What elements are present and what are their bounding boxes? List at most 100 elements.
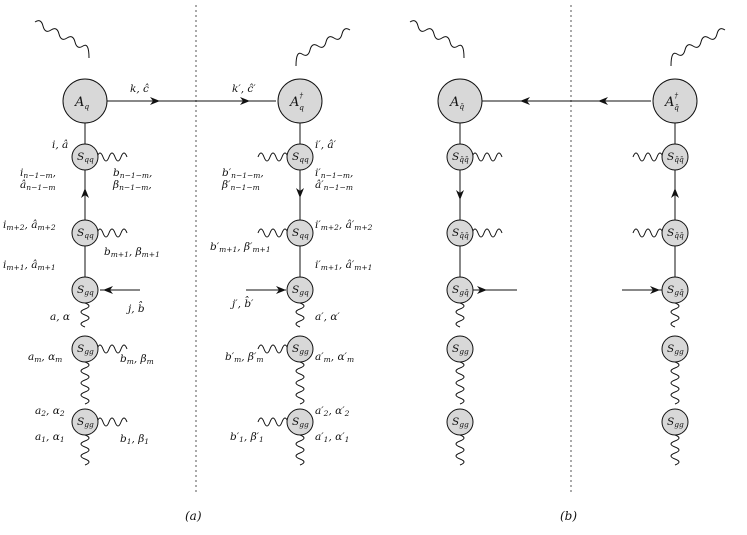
vertex-b-right-qq-top: Sq̄q̄ xyxy=(661,143,689,171)
amplitude-blob-a-right: A†q xyxy=(277,78,323,124)
diagram-a: Aq A†q Sqq Sqq Sgq Sgg Sgg xyxy=(3,20,373,523)
caption-a: (a) xyxy=(185,509,202,523)
arrow-j-prime xyxy=(276,286,286,294)
gluon-side-right-2 xyxy=(257,228,289,238)
photon-left-a xyxy=(34,20,90,59)
label-a-alpha-prime: a′, α′ xyxy=(315,311,340,323)
svg-text:Sgq̄: Sgq̄ xyxy=(452,284,469,297)
vertex-a-left-gq: Sgq xyxy=(71,276,99,304)
svg-text:Sqq: Sqq xyxy=(292,227,309,240)
svg-text:Sq̄q̄: Sq̄q̄ xyxy=(667,151,684,164)
label-a2: a2, α2 xyxy=(35,405,65,418)
vertex-b-left-gg-1: Sgg xyxy=(446,335,474,363)
vertex-a-right-gg-2: Sgg xyxy=(286,408,314,436)
arrow-k-prime-a xyxy=(240,97,250,105)
label-b-n1-prime: b′n−1−m, xyxy=(222,167,264,180)
caption-b: (b) xyxy=(560,509,577,523)
vertex-b-left-gg-2: Sgg xyxy=(446,408,474,436)
label-beta-n1: βn−1−m, xyxy=(112,179,152,192)
vertex-a-right-gg-1: Sgg xyxy=(286,335,314,363)
svg-text:A†q: A†q xyxy=(289,91,304,112)
label-b-m: bm, βm xyxy=(120,353,154,366)
gluon-side-right-1 xyxy=(257,152,289,162)
vertex-a-right-gq: Sgq xyxy=(286,276,314,304)
arrow-in-right-b xyxy=(650,286,660,294)
amplitude-blob-b-right: A†q̄ xyxy=(652,78,698,124)
svg-text:Sqq: Sqq xyxy=(77,227,94,240)
arrow-top-b-left xyxy=(520,97,530,105)
amplitude-blob-b-left: Aq̄ xyxy=(437,78,483,124)
gluon-side-b-right-2 xyxy=(632,228,664,238)
label-i-m2: im+2, âm+2 xyxy=(3,219,56,232)
vertex-a-right-qq-top: Sqq xyxy=(286,143,314,171)
label-i-top: i, â xyxy=(52,139,68,151)
photon-left-b xyxy=(409,20,465,59)
gluon-chain-right-a xyxy=(295,302,305,466)
label-i-m1: im+1, âm+1 xyxy=(3,259,56,272)
gluon-chain-right-b xyxy=(670,302,680,466)
vertex-b-left-gq: Sgq̄ xyxy=(446,276,474,304)
label-i-n1-prime: i′n−1−m, xyxy=(315,167,353,180)
svg-text:Sgg: Sgg xyxy=(667,416,684,429)
arrow-down-right-a xyxy=(296,188,304,198)
gluon-chain-left-a xyxy=(80,302,90,466)
svg-text:Sgg: Sgg xyxy=(452,416,469,429)
label-a-alpha: a, α xyxy=(50,311,70,323)
arrow-up-left-a xyxy=(81,188,89,198)
arrow-out-left-b xyxy=(477,286,487,294)
label-a1: a1, α1 xyxy=(35,431,65,444)
svg-text:Sgq: Sgq xyxy=(292,284,309,297)
label-k-prime: k′, ĉ′ xyxy=(232,83,256,95)
svg-text:Aq: Aq xyxy=(74,95,89,111)
arrow-down-left-b xyxy=(456,190,464,200)
svg-text:Sgg: Sgg xyxy=(667,343,684,356)
label-i-n1: in−1−m, xyxy=(20,167,56,180)
gluon-side-left-1 xyxy=(96,152,128,162)
label-beta-n1-prime: β′n−1−m xyxy=(221,179,260,192)
label-a-m-prime: a′m, α′m xyxy=(315,351,354,364)
label-i-m2-prime: i′m+2, â′m+2 xyxy=(315,219,373,232)
diagram-b: Aq̄ A†q̄ Sq̄q̄ Sq̄q̄ Sgq̄ Sgg Sgg Sq̄ xyxy=(409,20,726,523)
vertex-b-right-gq: Sgq̄ xyxy=(661,276,689,304)
vertex-a-left-qq-mid: Sqq xyxy=(71,219,99,247)
arrow-k-a xyxy=(150,97,160,105)
label-a-n1-prime: â′n−1−m xyxy=(315,179,353,192)
vertex-a-left-qq-top: Sqq xyxy=(71,143,99,171)
svg-text:Sq̄q̄: Sq̄q̄ xyxy=(452,227,469,240)
label-a1-prime: a′1, α′1 xyxy=(315,431,349,444)
label-a2-prime: a′2, α′2 xyxy=(315,405,350,418)
svg-text:Sgq̄: Sgq̄ xyxy=(667,284,684,297)
svg-text:Sq̄q̄: Sq̄q̄ xyxy=(452,151,469,164)
vertex-b-right-gg-1: Sgg xyxy=(661,335,689,363)
gluon-side-right-3 xyxy=(257,344,289,354)
arrow-top-b-right xyxy=(598,97,608,105)
vertex-b-left-qq-top: Sq̄q̄ xyxy=(446,143,474,171)
gluon-chain-left-b xyxy=(455,302,465,466)
svg-text:Sqq: Sqq xyxy=(77,151,94,164)
label-j-prime: j′, b̂′ xyxy=(230,296,254,310)
label-a-m: am, αm xyxy=(28,351,62,364)
vertex-b-right-gg-2: Sgg xyxy=(661,408,689,436)
gluon-side-left-2 xyxy=(96,228,128,238)
svg-text:Sgg: Sgg xyxy=(292,416,309,429)
label-i-m1-prime: i′m+1, â′m+1 xyxy=(315,259,372,272)
gluon-side-right-4 xyxy=(257,417,289,427)
vertex-a-left-gg-2: Sgg xyxy=(71,408,99,436)
svg-text:Sq̄q̄: Sq̄q̄ xyxy=(667,227,684,240)
vertex-b-left-qq-mid: Sq̄q̄ xyxy=(446,219,474,247)
vertex-b-right-qq-mid: Sq̄q̄ xyxy=(661,219,689,247)
label-b1: b1, β1 xyxy=(120,433,149,446)
amplitude-blob-a-left: Aq xyxy=(62,78,108,124)
vertex-a-right-qq-mid: Sqq xyxy=(286,219,314,247)
photon-right-b xyxy=(670,28,726,67)
svg-text:Sgg: Sgg xyxy=(292,343,309,356)
svg-text:A†q̄: A†q̄ xyxy=(664,91,679,112)
arrow-j xyxy=(103,286,113,294)
gluon-side-left-3 xyxy=(96,344,128,354)
vertex-a-left-gg-1: Sgg xyxy=(71,335,99,363)
svg-text:Aq̄: Aq̄ xyxy=(449,95,464,111)
label-a-n1: ân−1−m xyxy=(20,179,56,192)
label-b-m-prime: b′m, β′m xyxy=(225,351,264,364)
gluon-side-b-right-1 xyxy=(632,152,664,162)
